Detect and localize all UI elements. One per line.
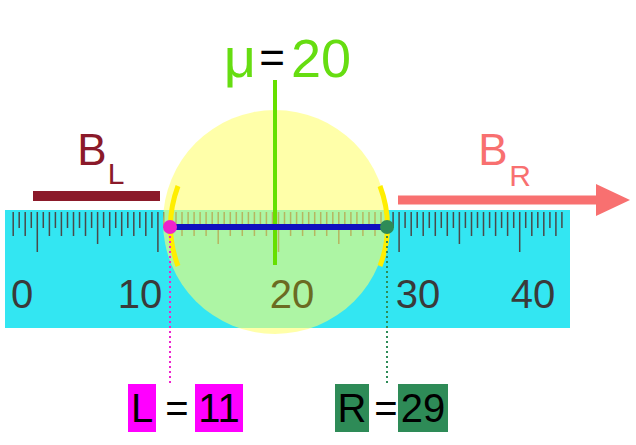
bound-symbol: B: [478, 128, 507, 172]
scale-number: 10: [118, 274, 163, 314]
value-text: 29: [401, 388, 446, 428]
value-box: 29: [398, 384, 449, 432]
scale-number: 20: [270, 274, 315, 314]
mean-value: 20: [291, 31, 351, 85]
value-text: L: [131, 388, 153, 428]
left-leader: [169, 236, 171, 383]
scale-number: 0: [11, 274, 33, 314]
equals-sign: =: [374, 388, 397, 428]
value-text: R: [338, 388, 367, 428]
bound-subscript: L: [108, 159, 125, 189]
interval-line: [170, 224, 387, 230]
equals-sign: =: [165, 388, 188, 428]
value-box: 11: [195, 384, 243, 432]
equals-sign: =: [259, 36, 285, 80]
mean-symbol: μ: [224, 30, 256, 86]
value-name-box: L: [128, 384, 156, 432]
bound-subscript: R: [509, 161, 531, 191]
scale-number: 40: [511, 274, 556, 314]
bound-symbol: B: [77, 128, 106, 172]
arrow-head: [596, 184, 630, 216]
right-bound-arrow: [398, 196, 600, 205]
mean-line: [273, 80, 277, 265]
left-bound-bar: [33, 191, 160, 201]
right-leader: [386, 236, 388, 383]
scale-number: 30: [396, 274, 441, 314]
value-text: 11: [198, 388, 240, 428]
right-dot: [380, 220, 394, 234]
left-dot: [163, 220, 177, 234]
value-name-box: R: [335, 384, 370, 432]
